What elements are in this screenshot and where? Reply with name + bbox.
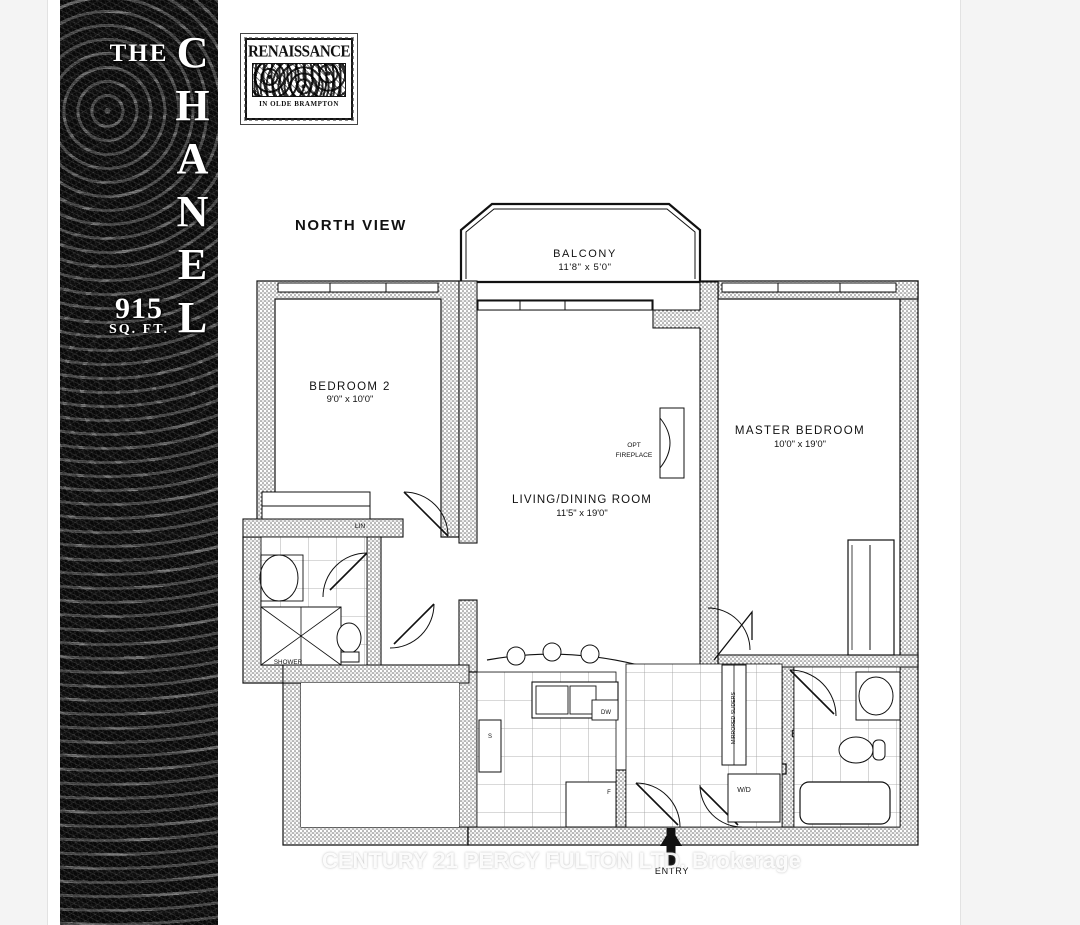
room-dims-balcony: 11'8" x 5'0" (558, 262, 611, 273)
fridge-label: F (607, 790, 611, 796)
stove-label: S (488, 734, 492, 740)
banner-the-label: THE (109, 40, 169, 67)
room-label-living-dining: LIVING/DINING ROOM (512, 494, 652, 506)
logo-engraving-icon (252, 63, 346, 97)
den-media-floor (301, 683, 459, 827)
fireplace-fixture: OPT FIREPLACE (616, 407, 685, 479)
master-closet (847, 539, 895, 656)
model-banner: THE CHANEL 915 SQ. FT. (60, 0, 218, 925)
room-label-master-bedroom: MASTER BEDROOM (735, 425, 865, 437)
banner-area-unit: SQ. FT. (108, 322, 170, 337)
renaissance-logo: RENAISSANCE IN OLDE BRAMPTON (240, 33, 358, 125)
room-dims-master-bedroom: 10'0" x 19'0" (774, 439, 826, 450)
dishwasher-label: DW (601, 710, 611, 716)
foyer-area: MIRRORED SLIDERS W/D (625, 607, 783, 828)
logo-subtitle: IN OLDE BRAMPTON (259, 100, 339, 108)
shower-label: SHOWER (274, 659, 303, 666)
windows (277, 282, 897, 311)
washer-dryer-label: W/D (737, 787, 751, 794)
bathroom-fixtures: SHOWER (259, 536, 435, 666)
entry-label: ENTRY (655, 866, 689, 876)
kitchen-fixtures: DW S F (476, 642, 664, 828)
entry-marker: ENTRY (655, 828, 689, 876)
room-dims-living-dining: 11'5" x 19'0" (556, 508, 607, 519)
banner-area-number: 915 (115, 292, 163, 325)
banner-model-name: CHANEL (168, 28, 217, 346)
room-label-bedroom-2: BEDROOM 2 (309, 381, 391, 393)
logo-title: RENAISSANCE (247, 42, 351, 62)
north-view-label: NORTH VIEW (295, 217, 407, 234)
closet-sliders-label: MIRRORED SLIDERS (731, 692, 737, 744)
room-label-balcony: BALCONY (553, 248, 617, 260)
ensuite-fixtures (789, 666, 901, 828)
room-balcony: BALCONY 11'8" x 5'0" (459, 202, 702, 284)
logo-inner-frame: RENAISSANCE IN OLDE BRAMPTON (244, 37, 354, 121)
fireplace-label-line1: OPT (627, 442, 641, 449)
room-dims-bedroom-2: 9'0" x 10'0" (327, 394, 374, 405)
bedroom2-closet: LIN (261, 491, 449, 537)
linen-closet-label: LIN (355, 523, 365, 530)
fireplace-label-line2: FIREPLACE (616, 452, 653, 459)
